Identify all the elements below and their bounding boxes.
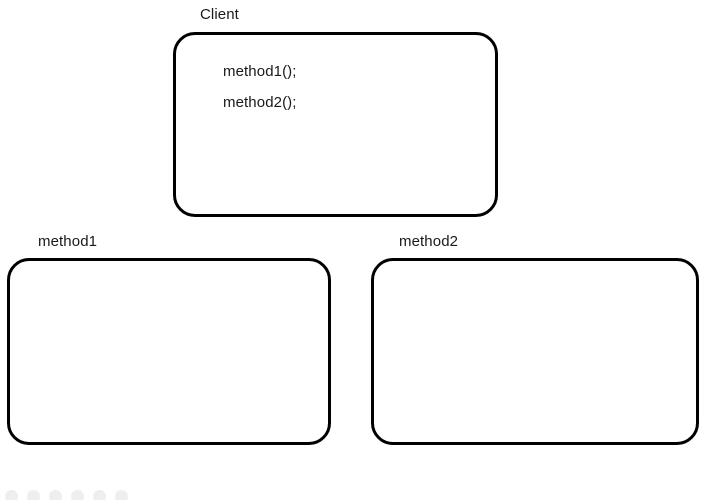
client-call-statement: method2(); (223, 94, 297, 111)
bottom-mark-dot (71, 490, 84, 500)
bottom-mark-dot (49, 490, 62, 500)
bottom-mark-dot (5, 490, 18, 500)
bottom-mark-dot (27, 490, 40, 500)
client-node-caption: Client (200, 6, 239, 23)
method1-node-box[interactable] (7, 258, 331, 445)
method1-node-caption: method1 (38, 233, 98, 250)
method2-node-box[interactable] (371, 258, 699, 445)
bottom-mark-dot (93, 490, 106, 500)
client-node-body: method1(); method2(); (223, 63, 473, 111)
bottom-marks-row (0, 490, 160, 500)
bottom-mark-dot (115, 490, 128, 500)
client-call-statement: method1(); (223, 63, 297, 80)
client-node-box[interactable]: method1(); method2(); (173, 32, 498, 217)
method2-node-caption: method2 (399, 233, 459, 250)
